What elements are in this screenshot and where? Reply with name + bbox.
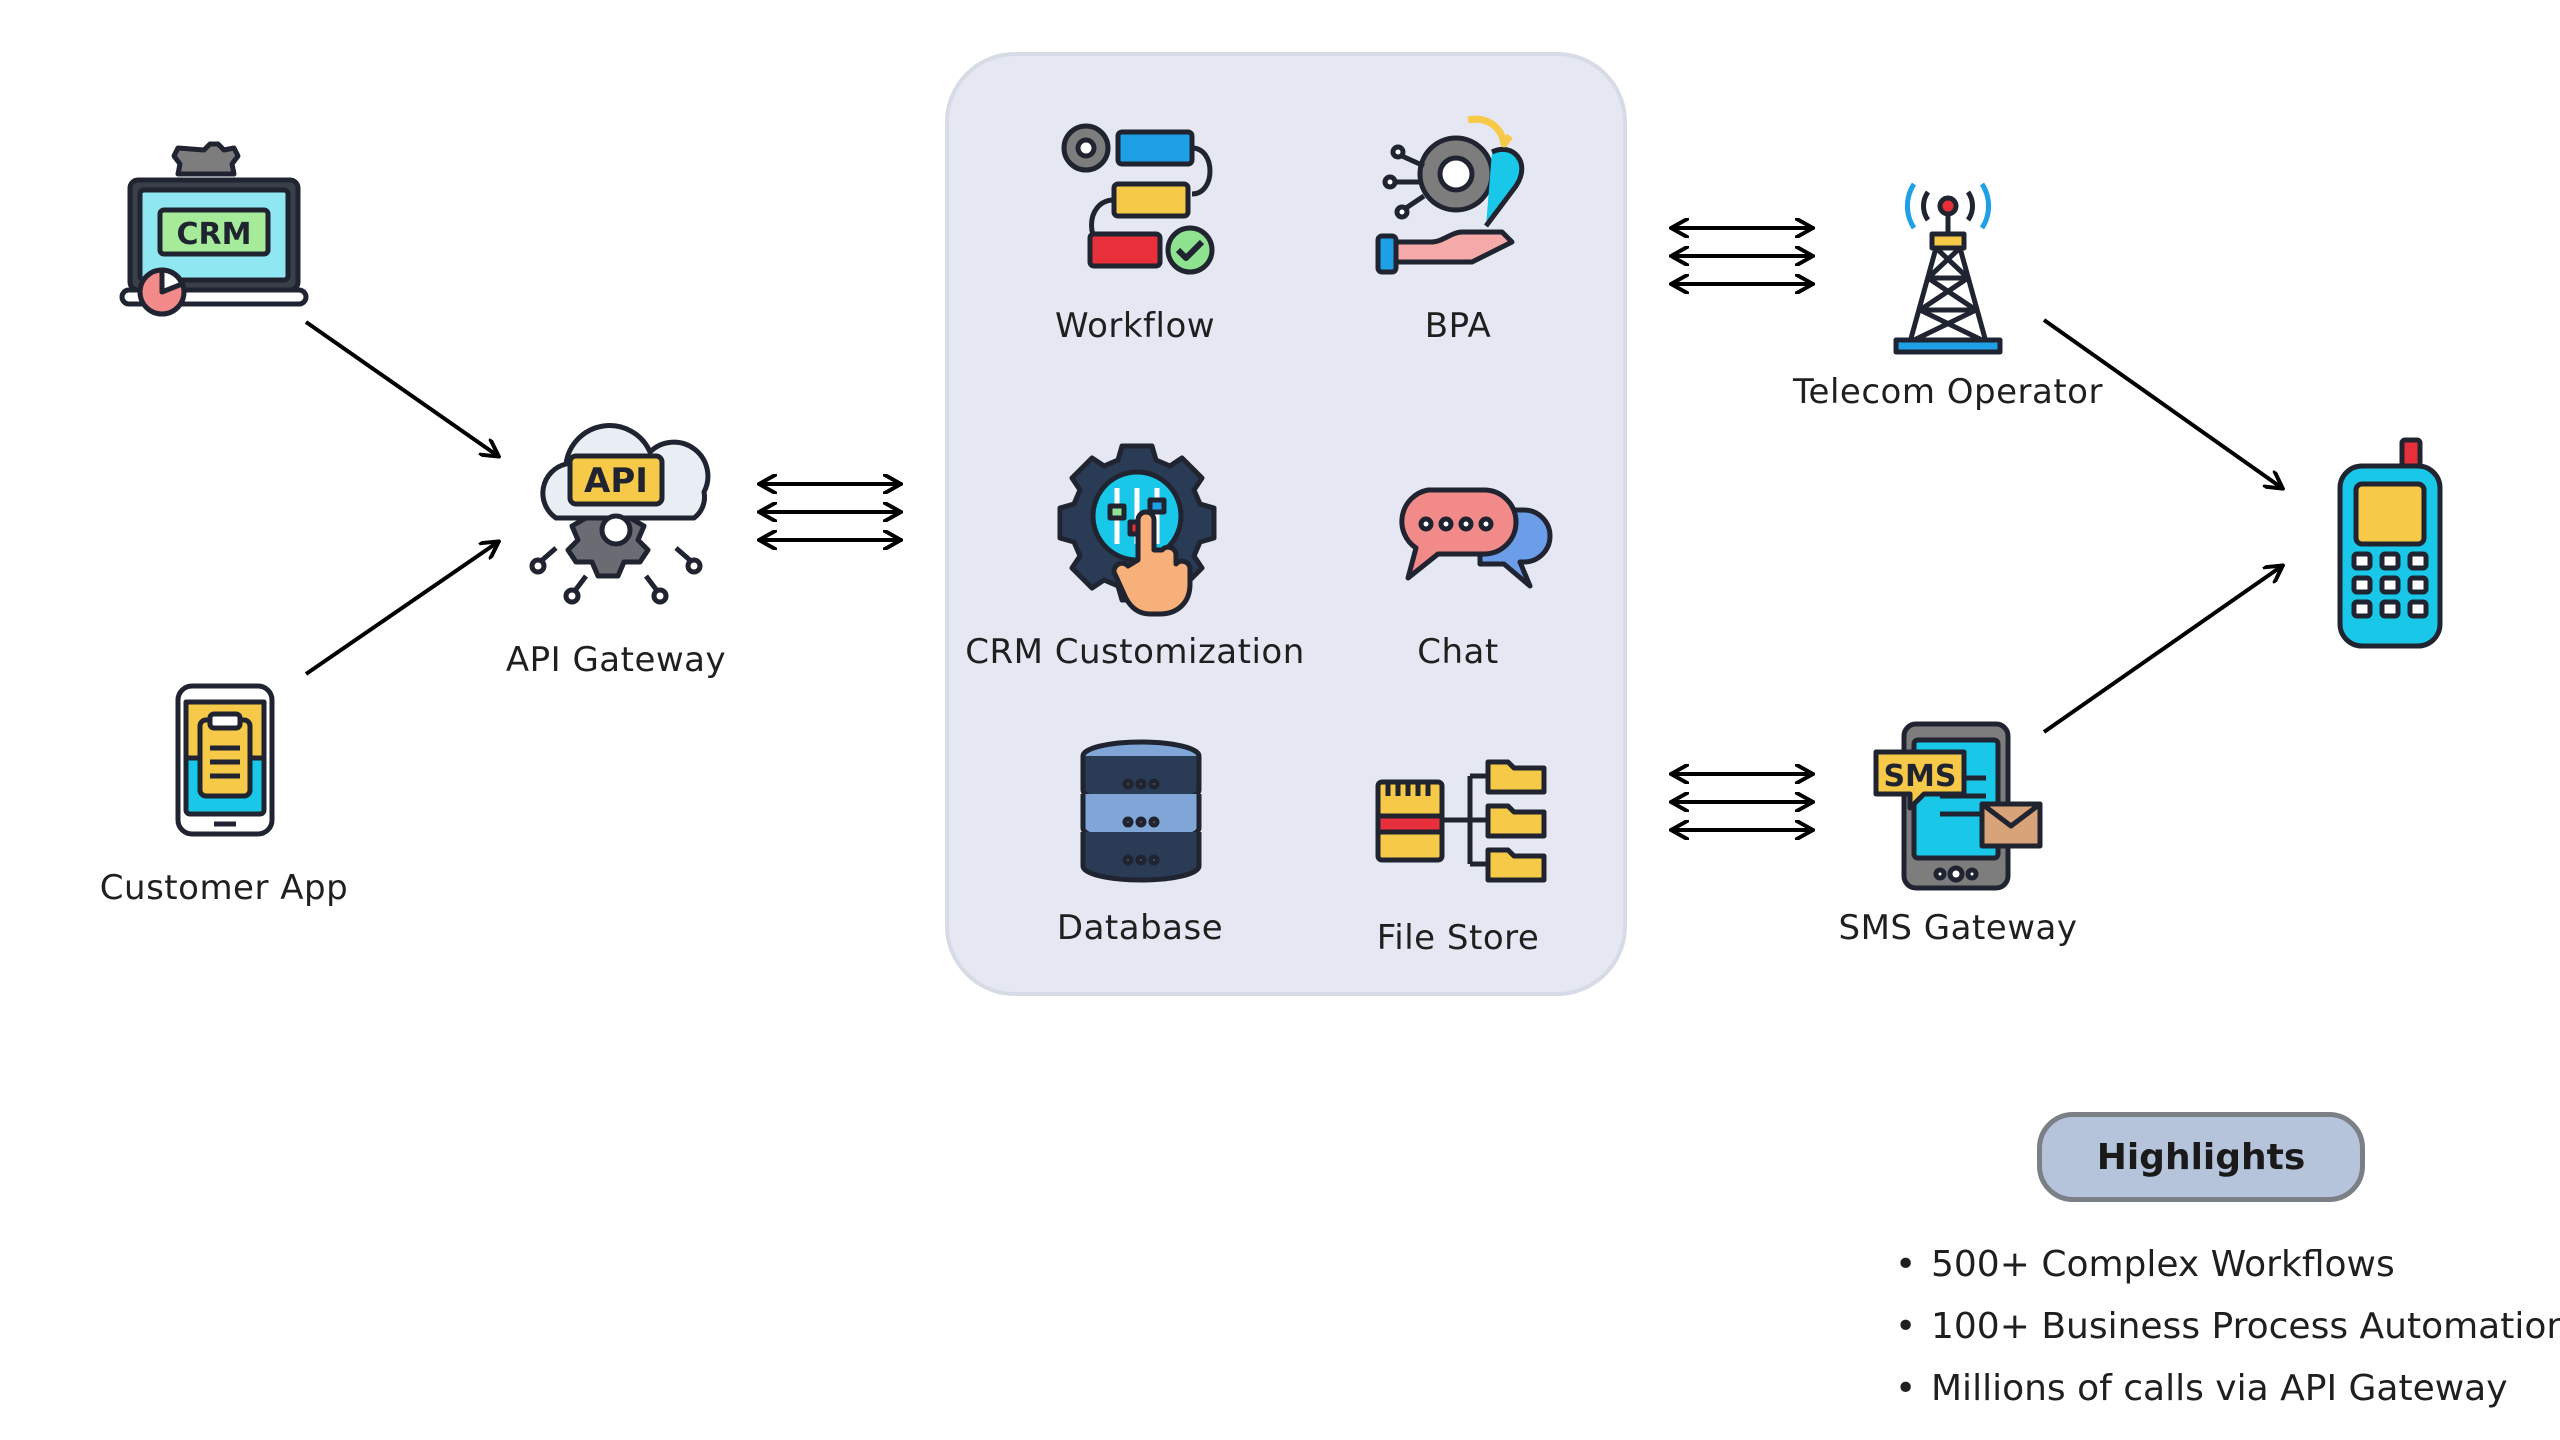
- arrows-panel-telecom: [1672, 228, 1812, 284]
- chat-label: Chat: [1417, 632, 1499, 672]
- arrow-telecom-to-mobile: [2042, 318, 2282, 488]
- highlight-item: Millions of calls via API Gateway: [1895, 1358, 2560, 1420]
- sms-phone-icon: SMS: [1873, 721, 2043, 891]
- api-gateway-label: API Gateway: [505, 640, 727, 680]
- database-icon: [1080, 739, 1202, 883]
- customer-app-label: Customer App: [99, 868, 349, 908]
- highlights-heading: Highlights: [2037, 1112, 2365, 1202]
- crm-customization-label: CRM Customization: [965, 632, 1305, 672]
- arrows-panel-sms: [1672, 774, 1812, 830]
- crm-customization-icon: [1057, 443, 1217, 617]
- svg-text:CRM: CRM: [177, 217, 252, 252]
- sms-gateway-label: SMS Gateway: [1838, 908, 2078, 948]
- arrows-api-panel: [760, 484, 900, 540]
- workflow-icon: [1061, 123, 1215, 275]
- highlight-item: 500+ Complex Workflows: [1895, 1234, 2560, 1296]
- file-store-icon: [1375, 759, 1547, 883]
- bpa-icon: [1375, 115, 1525, 275]
- arrow-sms-to-mobile: [2042, 566, 2282, 734]
- telecom-tower-icon: [1893, 182, 2003, 355]
- highlight-item: 100+ Business Process Automation: [1895, 1296, 2560, 1358]
- database-label: Database: [1056, 908, 1224, 948]
- highlights-list: 500+ Complex Workflows 100+ Business Pro…: [1895, 1234, 2560, 1420]
- arrow-app-to-api: [304, 542, 498, 676]
- workflow-label: Workflow: [1054, 306, 1216, 346]
- bpa-label: BPA: [1424, 306, 1492, 346]
- mobile-phone-icon: [2337, 437, 2443, 649]
- api-cloud-gear-icon: API: [529, 423, 711, 605]
- svg-text:SMS: SMS: [1883, 759, 1956, 794]
- file-store-label: File Store: [1376, 918, 1540, 958]
- arrow-crm-to-api: [304, 320, 498, 456]
- svg-text:API: API: [584, 461, 648, 501]
- customer-app-phone-icon: [175, 683, 275, 837]
- crm-laptop-icon: CRM: [119, 141, 309, 317]
- telecom-operator-label: Telecom Operator: [1793, 372, 2103, 412]
- chat-icon: [1399, 487, 1553, 589]
